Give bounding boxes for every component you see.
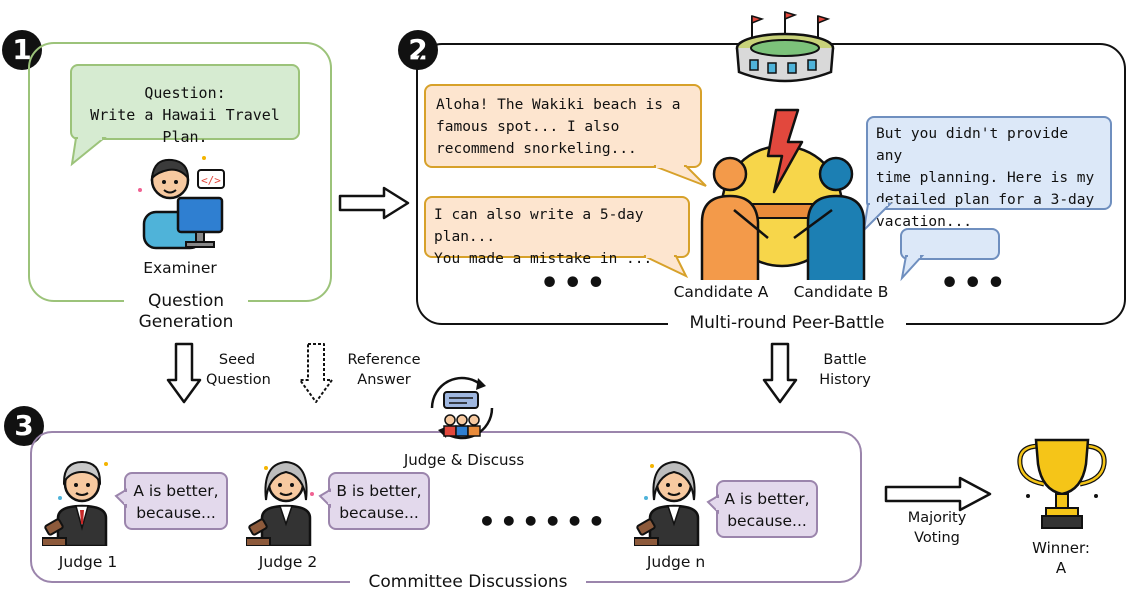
peer-battle-icon <box>700 108 866 280</box>
majority-voting-label-line2: Voting <box>914 530 960 546</box>
judge-2-bubble-tail <box>318 488 332 509</box>
judge-1-bubble-line1: A is better, <box>133 482 219 500</box>
candidate-a-bubble-2: I can also write a 5-day plan... You mad… <box>424 196 690 267</box>
winner-label-line1: Winner: <box>1032 539 1090 557</box>
question-bubble: Question: Write a Hawaii Travel Plan. <box>70 64 300 146</box>
stadium-icon <box>735 10 835 83</box>
majority-voting-label-line1: Majority <box>907 510 967 526</box>
judge-discuss-label: Judge & Discuss <box>403 451 525 469</box>
judge-2-label: Judge 2 <box>258 553 318 571</box>
battle-history-label-line1: Battle <box>823 352 867 368</box>
winner-label-line2: A <box>1055 559 1067 577</box>
candidate-a-bubble-1: Aloha! The Wakiki beach is a famous spot… <box>424 84 702 168</box>
right-arrow-1-to-2 <box>338 186 410 220</box>
step-3-badge: 3 <box>4 406 44 446</box>
judge-1-label: Judge 1 <box>58 553 118 571</box>
judge-1-bubble-tail <box>114 488 128 509</box>
candidate-b-bubble-line: detailed plan for a 3-day <box>876 192 1095 208</box>
judge-2-bubble: B is better, because... <box>328 472 430 530</box>
seed-question-arrow <box>166 342 202 404</box>
trophy-icon <box>1017 438 1107 529</box>
majority-voting-label: Majority Voting <box>896 508 978 548</box>
judge-n-label: Judge n <box>646 553 706 571</box>
candidate-b-bubble-tail <box>862 202 893 233</box>
judge-1-bubble-line2: because... <box>136 504 216 522</box>
reference-answer-arrow <box>299 343 333 403</box>
candidate-b-bubble-line: vacation... <box>876 214 973 230</box>
peer-battle-caption: Multi-round Peer-Battle <box>668 313 906 334</box>
judge-2-bubble-line2: because... <box>339 504 419 522</box>
candidate-b-bubble-line: time planning. Here is my <box>876 170 1095 186</box>
committee-discussions-caption: Committee Discussions <box>350 572 586 593</box>
candidate-a-bubble-2-tail <box>643 254 689 279</box>
svg-text:</>: </> <box>201 174 221 187</box>
candidate-a-ellipsis: ••• <box>540 266 610 301</box>
candidate-a-bubble-1-line: recommend snorkeling... <box>436 141 637 157</box>
seed-question-label: Seed Question <box>206 350 271 390</box>
candidate-b-ellipsis: ••• <box>940 266 1010 301</box>
question-bubble-title: Question: <box>144 84 226 102</box>
battle-history-label-line2: History <box>819 372 871 388</box>
examiner-label: Examiner <box>143 259 217 277</box>
question-generation-caption-line1: Question <box>147 291 225 311</box>
judge-discuss-icon <box>430 376 494 440</box>
candidate-a-bubble-1-line: famous spot... I also <box>436 119 620 135</box>
judge-2-bubble-line1: B is better, <box>336 482 422 500</box>
judge-n-bubble-line1: A is better, <box>724 490 810 508</box>
judge-2-icon <box>246 460 314 546</box>
question-generation-caption-line2: Generation <box>138 312 234 332</box>
question-bubble-text: Write a Hawaii Travel Plan. <box>90 106 280 146</box>
reference-answer-label: Reference Answer <box>338 350 430 390</box>
candidate-b-bubble-line: But you didn't provide any <box>876 126 1069 164</box>
candidate-a-bubble-2-line: I can also write a 5-day plan... <box>434 207 644 245</box>
winner-label: Winner: A <box>1016 538 1106 578</box>
candidate-a-label: Candidate A <box>673 283 769 301</box>
judge-n-icon <box>634 460 700 546</box>
candidate-b-empty-bubble-tail <box>900 254 925 282</box>
judge-1-bubble: A is better, because... <box>124 472 228 530</box>
battle-history-arrow <box>762 342 798 404</box>
reference-answer-label-line1: Reference <box>347 352 421 368</box>
examiner-icon: </> <box>138 156 225 250</box>
candidate-a-bubble-1-tail <box>653 164 707 187</box>
candidate-a-bubble-1-line: Aloha! The Wakiki beach is a <box>436 97 681 113</box>
judge-n-bubble-tail <box>706 494 720 515</box>
seed-question-label-line1: Seed <box>218 352 256 368</box>
judges-ellipsis: •••••• <box>478 505 610 538</box>
reference-answer-label-line2: Answer <box>357 372 411 388</box>
seed-question-label-line2: Question <box>206 372 271 388</box>
judge-n-bubble: A is better, because... <box>716 480 818 538</box>
candidate-b-bubble: But you didn't provide any time planning… <box>866 116 1112 230</box>
judge-1-icon <box>42 460 108 546</box>
battle-history-label: Battle History <box>808 350 882 390</box>
majority-voting-arrow <box>884 476 992 512</box>
question-bubble-tail <box>70 136 107 167</box>
question-generation-caption: Question Generation <box>124 291 248 333</box>
judge-n-bubble-line2: because... <box>727 512 807 530</box>
candidate-a-bubble-2-line: You made a mistake in ... <box>434 251 653 267</box>
candidate-b-label: Candidate B <box>793 283 889 301</box>
